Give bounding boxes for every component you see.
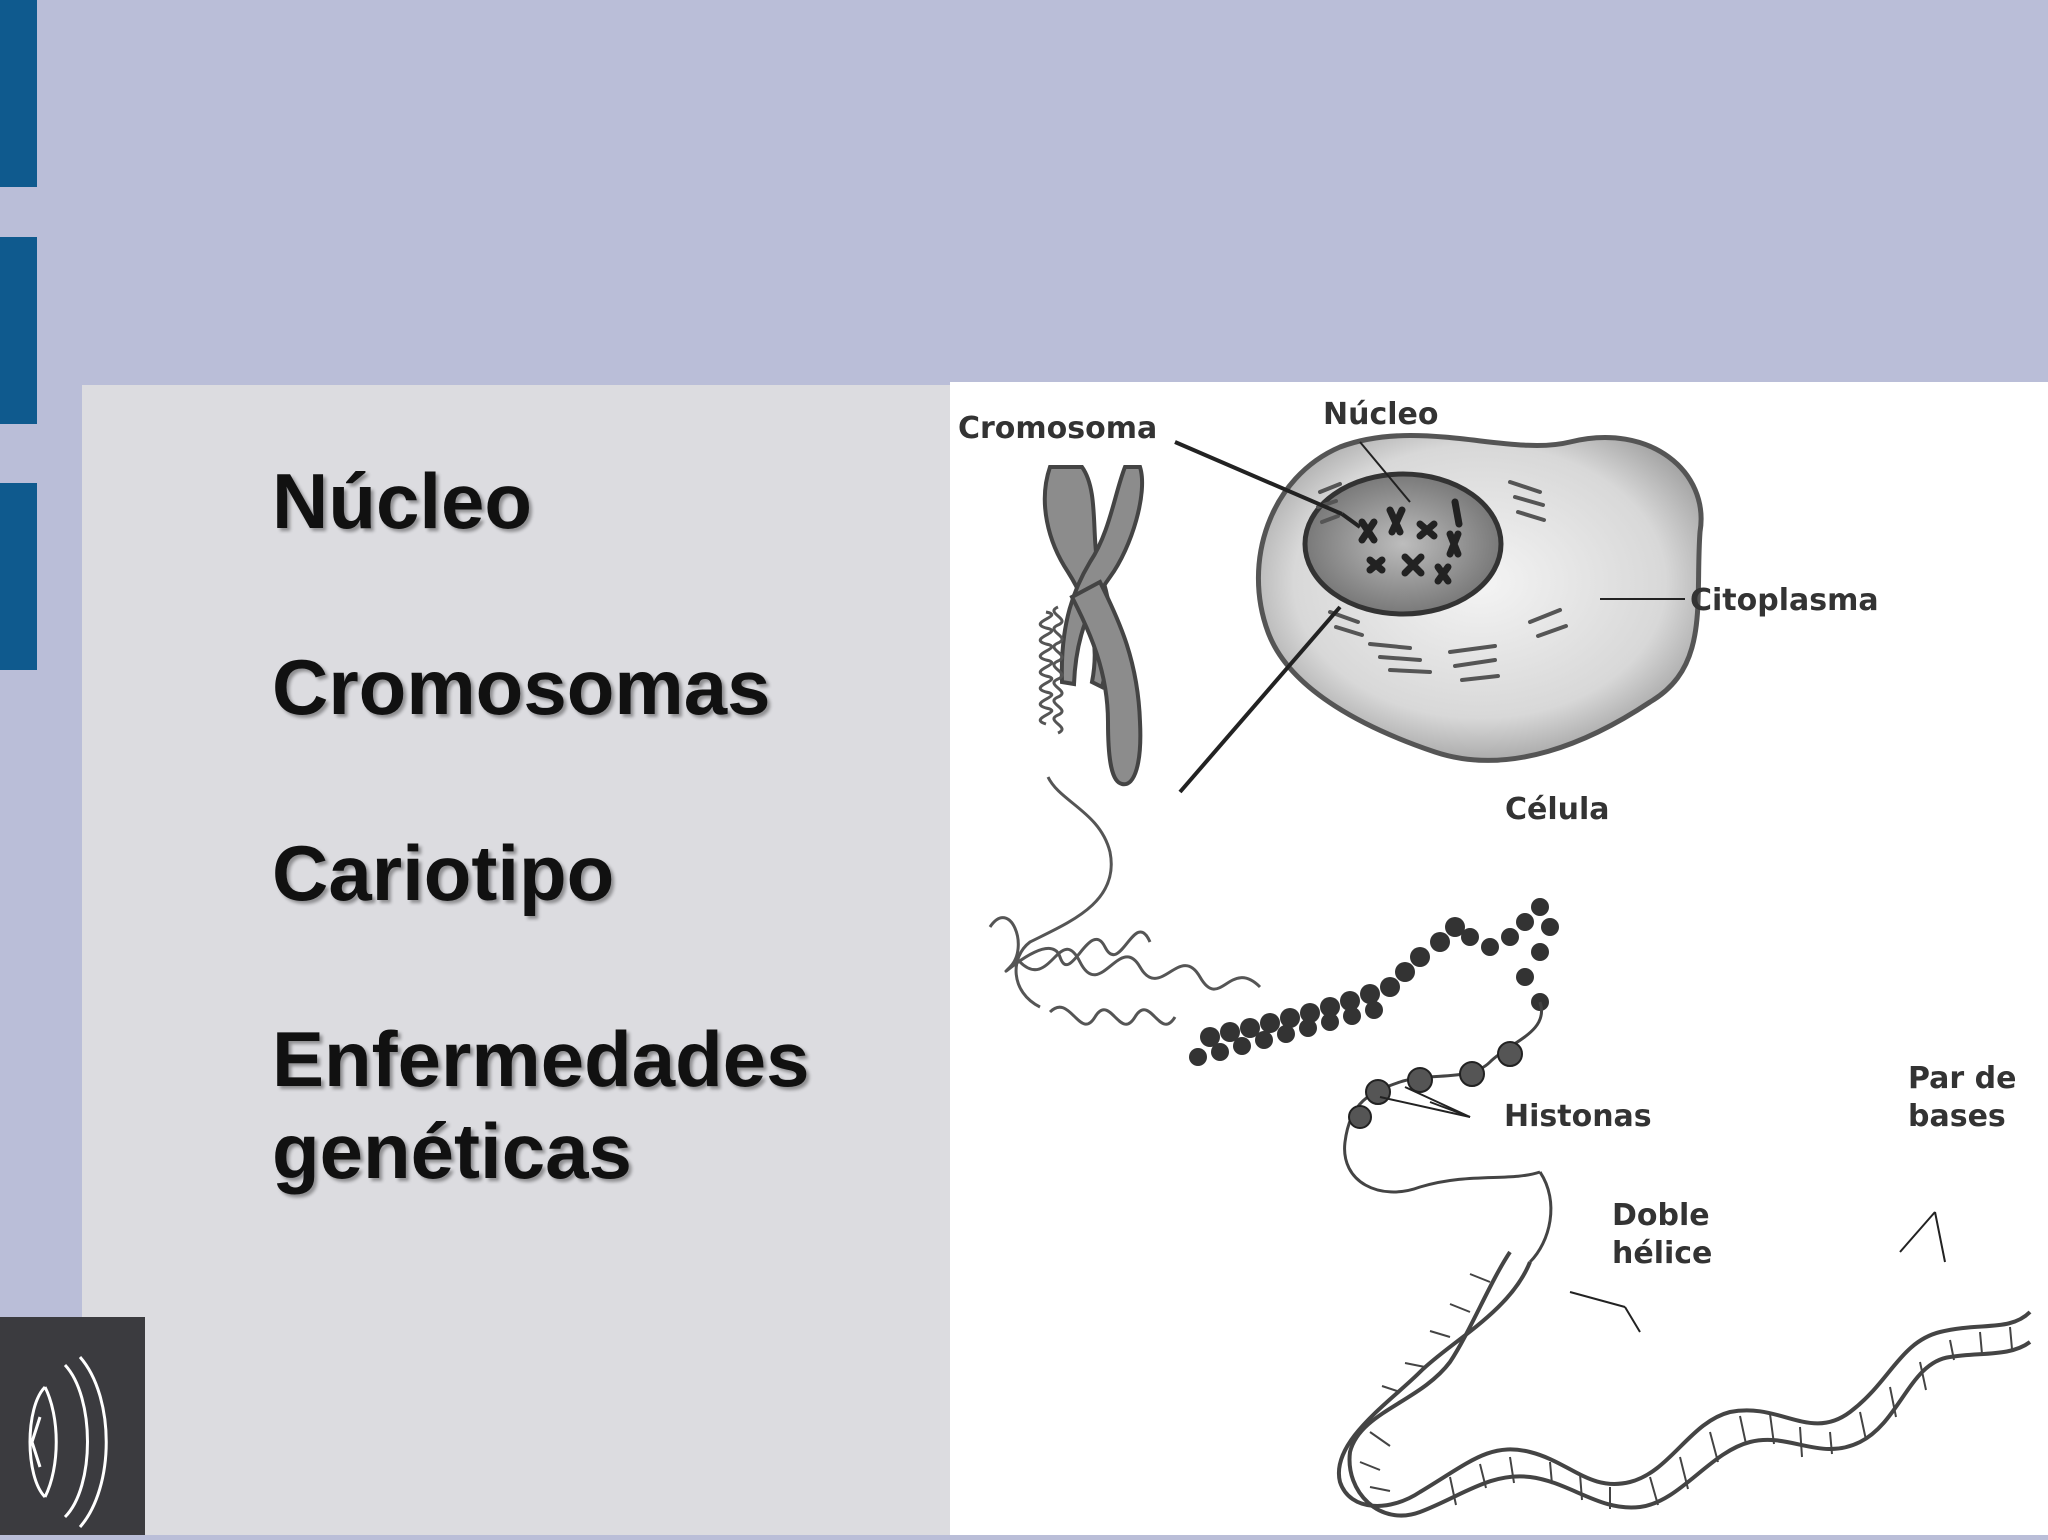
nucleosomes	[1343, 1001, 1553, 1264]
label-doble-helice-line1: Doble	[1612, 1198, 1710, 1233]
coiled-fibre	[988, 605, 1262, 1026]
side-accent-tab-2	[0, 237, 37, 424]
topic-cromosomas: Cromosomas	[272, 643, 771, 731]
cell-drawing	[1255, 433, 1704, 763]
chromosome-drawing	[1042, 465, 1145, 787]
label-par-de-bases-line1: Par de	[1908, 1061, 2017, 1096]
label-doble-helice-line2: hélice	[1612, 1236, 1712, 1271]
topic-nucleo: Núcleo	[272, 457, 533, 545]
leader-lines	[1174, 440, 1946, 1333]
label-nucleo: Núcleo	[1323, 397, 1439, 432]
side-accent-tab-1	[0, 0, 37, 187]
content-panel: Núcleo Cromosomas Cariotipo Enfermedades…	[82, 385, 952, 1535]
topic-list: Núcleo Cromosomas Cariotipo Enfermedades…	[272, 455, 810, 1291]
dna-diagram: Cromosoma Núcleo Citoplasma Célula Histo…	[950, 382, 2048, 1535]
label-celula: Célula	[1505, 792, 1610, 827]
label-cromosoma: Cromosoma	[958, 411, 1157, 446]
topic-cariotipo: Cariotipo	[272, 829, 615, 917]
label-histonas: Histonas	[1504, 1099, 1652, 1134]
label-par-de-bases-line2: bases	[1908, 1099, 2006, 1134]
side-accent-tab-3	[0, 483, 37, 670]
topic-enfermedades-geneticas: Enfermedades genéticas	[272, 1015, 810, 1195]
logo-box	[0, 1317, 145, 1535]
nucleus-drawing	[1302, 471, 1504, 617]
speaker-logo-icon	[28, 1356, 108, 1528]
label-citoplasma: Citoplasma	[1690, 583, 1879, 618]
chromatin-fibre	[1189, 898, 1559, 1066]
double-helix	[1336, 1250, 2032, 1518]
